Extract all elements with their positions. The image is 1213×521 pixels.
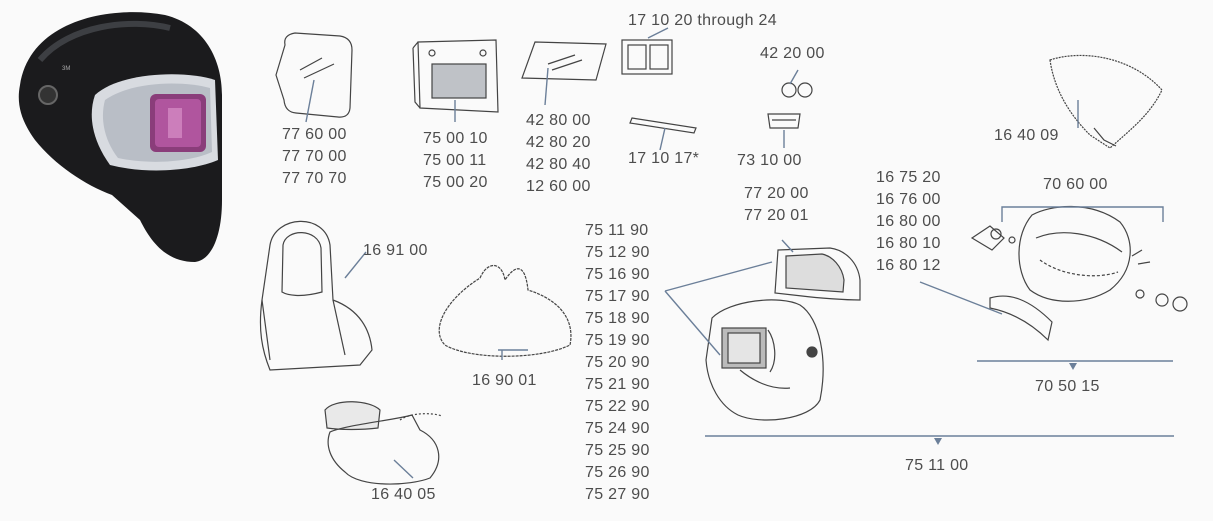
part-number: 16 75 20 (876, 169, 941, 186)
lens-holder-sketch (767, 113, 801, 129)
label-headband-assembly: 70 60 00 (1043, 176, 1108, 193)
label-visor-frame: 77 20 00 77 20 01 (744, 183, 809, 227)
part-number: 16 80 10 (876, 235, 941, 252)
part-number: 16 80 12 (876, 257, 941, 274)
magnifier-frame-sketch (621, 39, 673, 75)
part-number: 75 00 10 (423, 130, 488, 147)
label-neck-cover: 16 90 01 (472, 372, 537, 389)
lens-pair-sketch (781, 82, 797, 98)
part-number: 77 70 70 (282, 170, 347, 187)
part-number: 12 60 00 (526, 178, 591, 195)
part-number: 75 26 90 (585, 464, 650, 481)
part-number: 77 70 00 (282, 148, 347, 165)
label-head-top-cover: 16 40 05 (371, 486, 436, 503)
magnifier-strip-sketch (629, 117, 697, 134)
sweatband-sketch (989, 295, 1053, 342)
label-headband-sweat: 70 50 15 (1035, 378, 1100, 395)
sketches (259, 32, 1188, 485)
part-number: 75 21 90 (585, 376, 650, 393)
label-lens-holder: 73 10 00 (737, 152, 802, 169)
filter-holder-sketch (412, 39, 499, 113)
part-number: 75 12 90 (585, 244, 650, 261)
neck-cover-sketch (438, 264, 572, 357)
part-number: 75 00 20 (423, 174, 488, 191)
label-magnifier-strip: 17 10 17* (628, 150, 700, 167)
part-number: 75 00 11 (423, 152, 487, 169)
head-cover-sketch (324, 401, 381, 431)
part-number: 42 80 00 (526, 112, 591, 129)
part-number: 77 20 01 (744, 207, 809, 224)
part-number: 77 60 00 (282, 126, 347, 143)
helmet-photo: 3M (18, 12, 223, 262)
part-number: 75 25 90 (585, 442, 650, 459)
label-cover-lens: 42 80 00 42 80 20 42 80 40 12 60 00 (526, 110, 591, 198)
part-number: 16 80 00 (876, 213, 941, 230)
label-magnifier-frames: 17 10 20 through 24 (628, 12, 777, 29)
part-number: 75 17 90 (585, 288, 650, 305)
part-number: 75 18 90 (585, 310, 650, 327)
label-filter-holder: 75 00 10 75 00 11 75 00 20 (423, 128, 488, 194)
svg-text:3M: 3M (62, 66, 70, 72)
label-helmet-variants: 75 11 90 75 12 90 75 16 90 75 17 90 75 1… (585, 220, 650, 506)
helmet-sketch (705, 299, 824, 421)
part-number: 75 16 90 (585, 266, 650, 283)
label-hood: 16 91 00 (363, 242, 428, 259)
part-number: 75 20 90 (585, 354, 650, 371)
label-headband-parts: 16 75 20 16 76 00 16 80 00 16 80 10 16 8… (876, 167, 941, 277)
label-cover-plate-outer: 77 60 00 77 70 00 77 70 70 (282, 124, 347, 190)
part-number: 16 76 00 (876, 191, 941, 208)
hood-sketch (259, 220, 373, 371)
part-number: 77 20 00 (744, 185, 809, 202)
neck-flap-sketch (1049, 54, 1163, 149)
part-number: 75 11 90 (585, 222, 649, 239)
part-number: 42 80 40 (526, 156, 591, 173)
bracket-arrows (934, 363, 1077, 445)
label-lens-pair: 42 20 00 (760, 45, 825, 62)
cover-lens-sketch (521, 41, 607, 81)
part-number: 75 22 90 (585, 398, 650, 415)
cover-plate-sketch (275, 32, 353, 118)
part-number: 75 27 90 (585, 486, 650, 503)
label-neck-flap: 16 40 09 (994, 127, 1059, 144)
part-number: 42 80 20 (526, 134, 591, 151)
leader-lines (305, 27, 1174, 479)
label-complete-helmet: 75 11 00 (905, 457, 969, 474)
part-number: 75 24 90 (585, 420, 650, 437)
visor-frame-sketch (774, 247, 861, 301)
part-number: 75 19 90 (585, 332, 650, 349)
headband-sketch (1018, 205, 1131, 302)
